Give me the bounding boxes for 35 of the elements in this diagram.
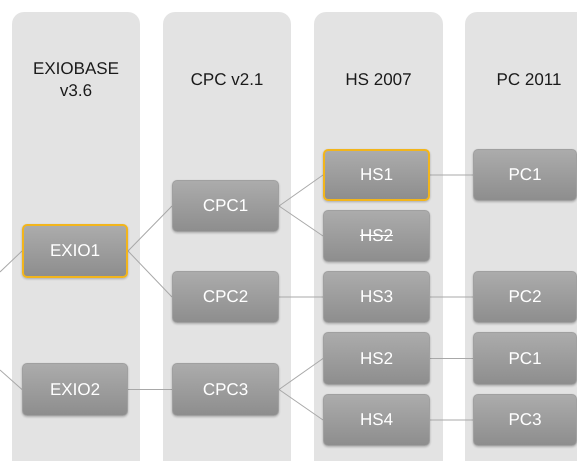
- connector-line: [278, 358, 324, 390]
- connector-line: [128, 250, 172, 298]
- column-heading: HS 2007: [344, 69, 413, 91]
- category-box: PC2: [473, 271, 577, 323]
- category-box: HS2: [323, 332, 430, 385]
- category-box: CPC1: [172, 180, 279, 232]
- category-box: CPC2: [172, 271, 279, 323]
- category-box: HS2: [323, 210, 430, 262]
- column-band: [163, 12, 291, 461]
- column-band: [314, 12, 443, 461]
- connector-line: [0, 250, 22, 272]
- category-box: EXIO2: [22, 363, 128, 416]
- connector-line: [128, 389, 172, 390]
- category-box: PC1: [473, 332, 577, 385]
- category-box: HS3: [323, 271, 430, 323]
- connector-line: [128, 206, 172, 252]
- connector-line: [430, 358, 474, 359]
- connector-line: [430, 174, 474, 176]
- connector-line: [278, 206, 324, 236]
- connector-line: [278, 174, 324, 206]
- category-box: PC1: [473, 149, 577, 201]
- category-box: CPC3: [172, 363, 279, 416]
- column-heading: PC 2011: [496, 69, 562, 91]
- category-box: HS1: [323, 149, 430, 201]
- column-band: [12, 12, 140, 461]
- connector-line: [278, 296, 324, 298]
- connector-line: [0, 370, 22, 390]
- category-box: PC3: [473, 394, 577, 446]
- category-box: EXIO1: [22, 224, 128, 278]
- connector-line: [430, 296, 474, 298]
- column-band: [465, 12, 577, 461]
- column-heading: EXIOBASE v3.6: [32, 58, 120, 102]
- category-box: HS4: [323, 394, 430, 446]
- column-heading: CPC v2.1: [190, 69, 264, 91]
- connector-line: [278, 389, 324, 420]
